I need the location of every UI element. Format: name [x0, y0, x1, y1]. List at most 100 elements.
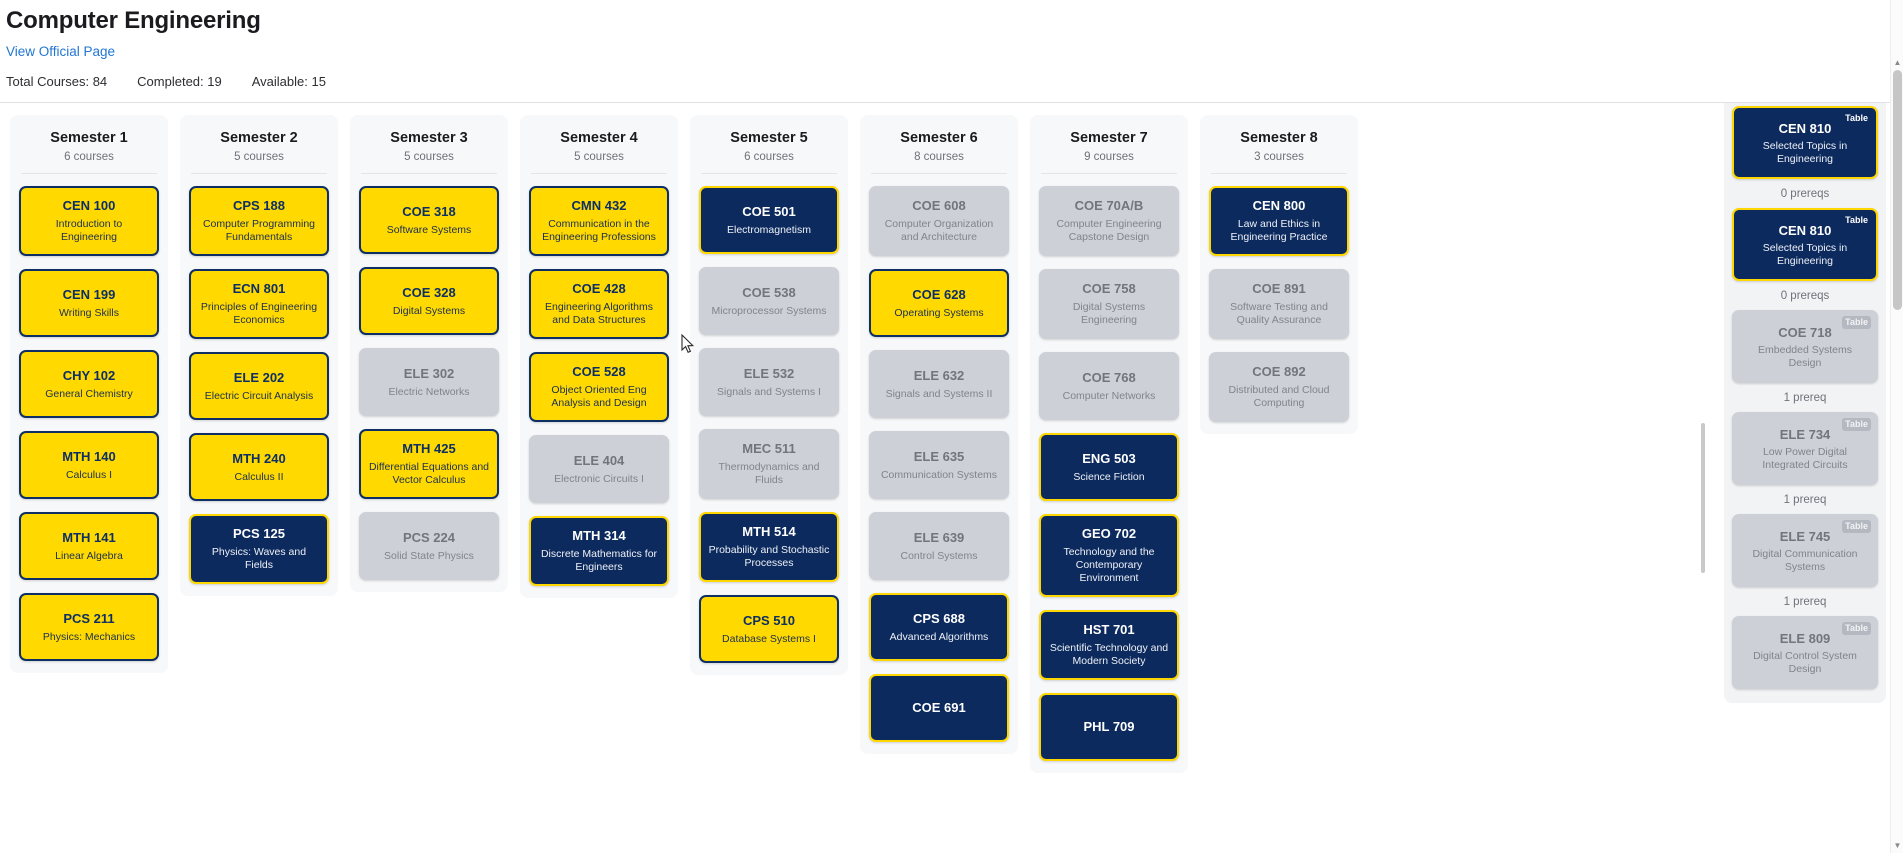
course-code: PHL 709 [1083, 719, 1135, 734]
semester-grid-scroll-thumb[interactable] [1701, 423, 1705, 573]
semester-grid-scrollbar[interactable] [1700, 103, 1706, 853]
course-code: COE 528 [572, 364, 626, 379]
course-name: Communication Systems [880, 468, 998, 481]
course-name: Introduction to Engineering [55, 218, 123, 243]
course-code: CEN 100 [62, 198, 116, 213]
course-name: Selected Topics in Engineering [1762, 140, 1848, 165]
course-name: Advanced Algorithms [889, 630, 989, 643]
scroll-up-arrow[interactable]: ▲ [1893, 58, 1902, 67]
course-card[interactable]: PHL 709 [1039, 693, 1179, 761]
semester-course-count: 8 courses [914, 151, 964, 163]
course-code: ELE 734 [1779, 427, 1831, 442]
course-card[interactable]: COE 691 [869, 674, 1009, 742]
course-code: CEN 810 [1778, 121, 1832, 136]
course-name: Linear Algebra [55, 549, 123, 562]
window-scrollbar[interactable]: ▲ ▼ [1890, 0, 1903, 853]
prereq-count-label: 1 prereq [1783, 494, 1827, 506]
semester-course-count: 3 courses [1254, 151, 1304, 163]
course-code: MTH 314 [572, 528, 626, 543]
stat-completed: Completed: 19 [137, 74, 222, 89]
semester-course-count: 5 courses [234, 151, 284, 163]
window-scroll-thumb[interactable] [1893, 70, 1902, 310]
course-name: Digital Control System Design [1753, 650, 1857, 675]
course-code: COE 718 [1778, 325, 1832, 340]
course-code: MTH 425 [402, 441, 456, 456]
prereq-count-label: 1 prereq [1783, 392, 1827, 404]
semester-course-count: 6 courses [64, 151, 114, 163]
course-name: Computer Networks [1062, 389, 1156, 402]
course-name: Calculus I [65, 468, 113, 481]
scroll-down-arrow[interactable]: ▼ [1893, 841, 1902, 850]
course-name: Writing Skills [59, 306, 119, 319]
course-code: ELE 302 [403, 365, 455, 381]
course-code: COE 70A/B [1074, 198, 1144, 213]
semester-divider [191, 173, 327, 174]
course-code: MTH 240 [232, 450, 286, 466]
course-code: COE 328 [402, 284, 456, 300]
course-name: Microprocessor Systems [711, 304, 827, 317]
course-name: Discrete Mathematics for Engineers [540, 548, 658, 573]
course-code: COE 892 [1252, 364, 1306, 379]
table-badge: Table [1842, 316, 1871, 329]
course-code: CEN 810 [1778, 223, 1832, 238]
semester-divider [531, 173, 667, 174]
course-name: Control Systems [900, 549, 978, 562]
course-code: CEN 199 [62, 286, 116, 302]
view-official-page-link[interactable]: View Official Page [6, 44, 116, 59]
course-name: Electromagnetism [726, 223, 812, 236]
course-name: Electronic Circuits I [554, 472, 644, 485]
